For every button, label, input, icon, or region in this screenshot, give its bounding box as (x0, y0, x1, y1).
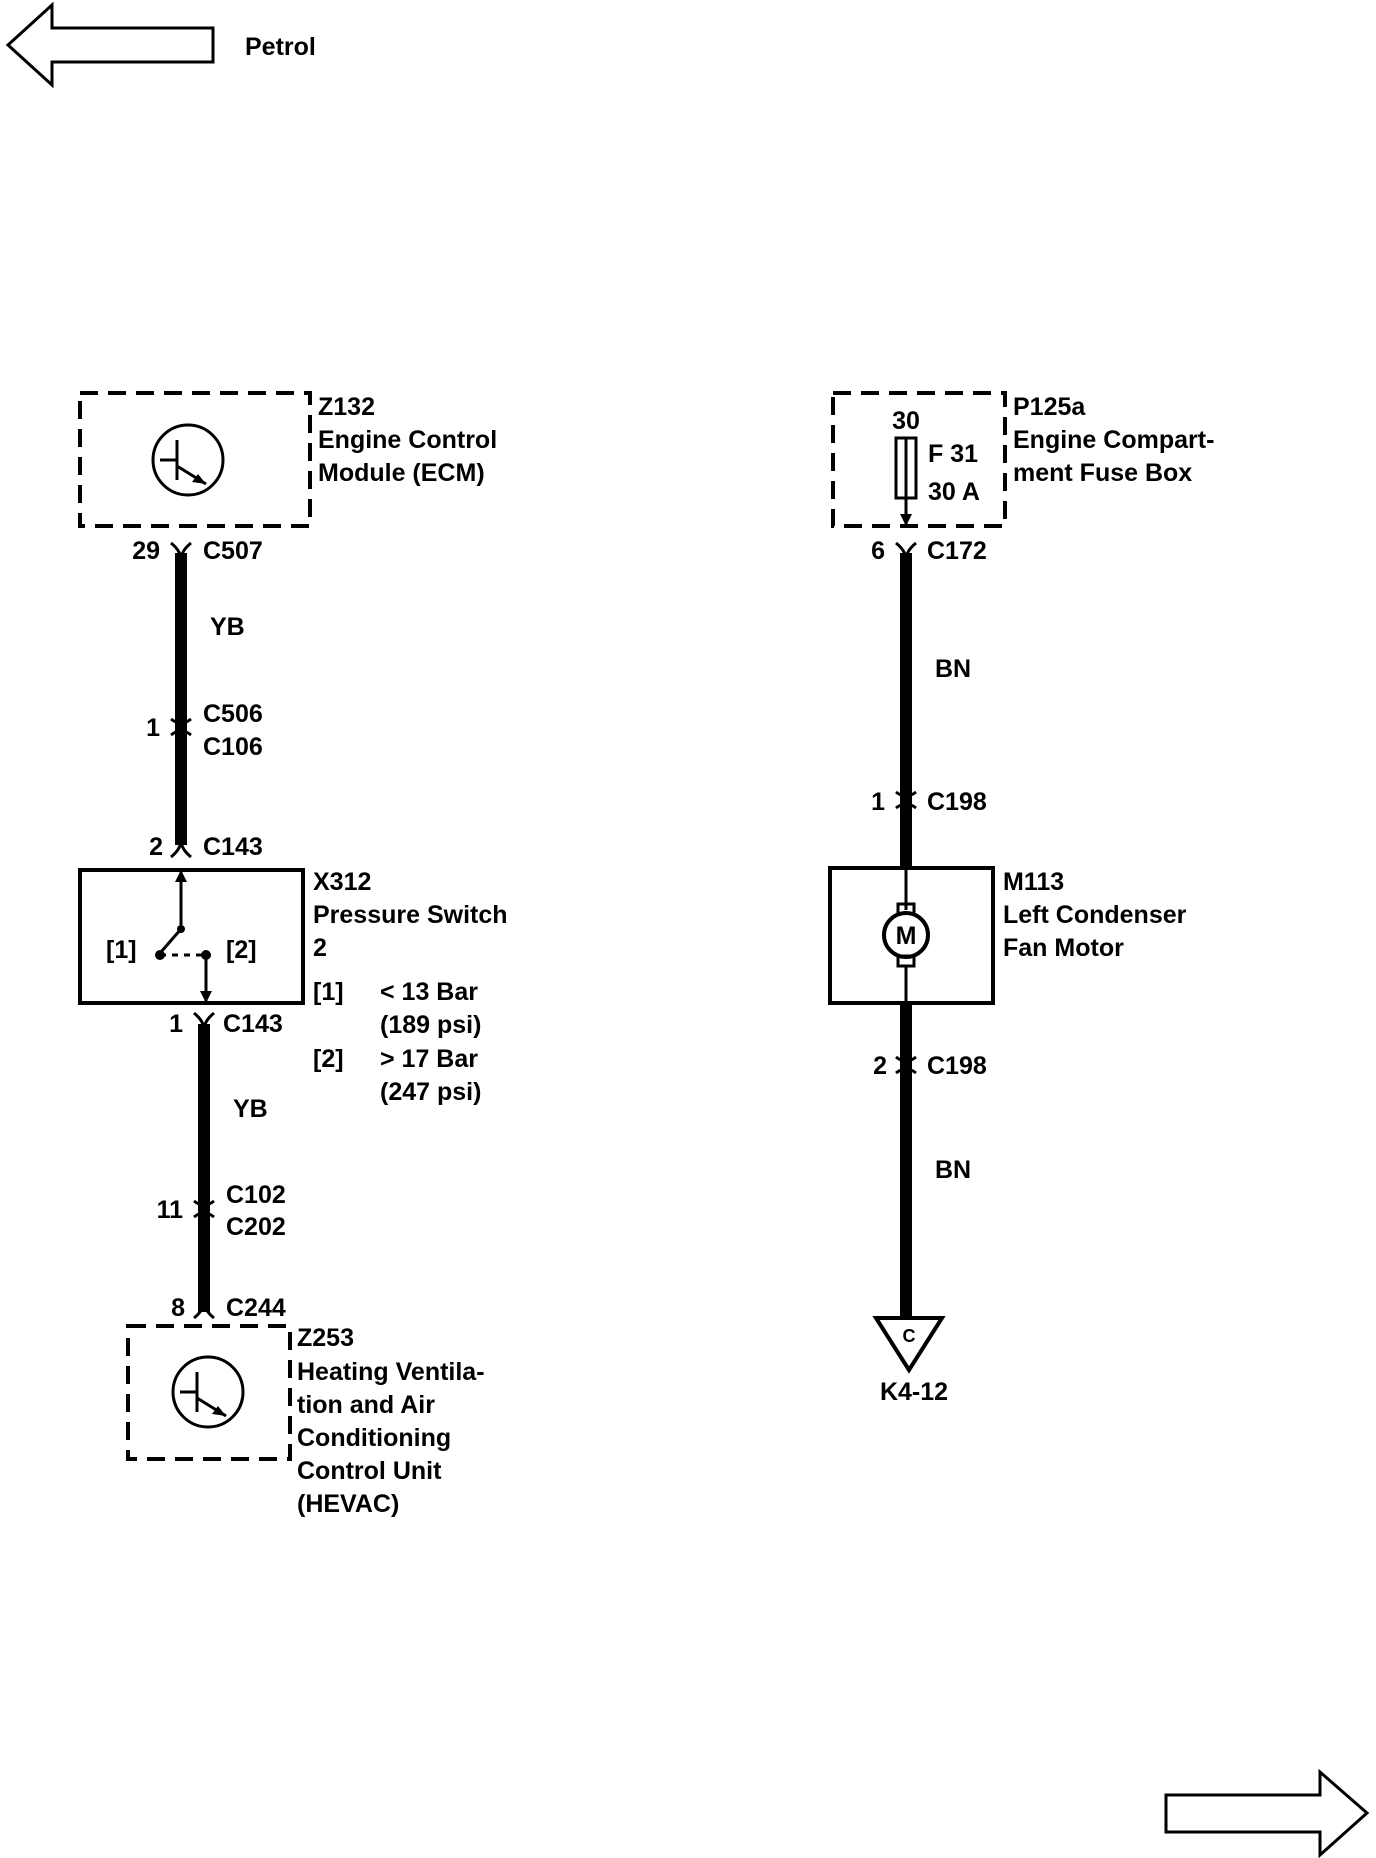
ecm-name-line2: Module (ECM) (318, 459, 485, 487)
ground-icon (872, 1316, 946, 1374)
c102-pin: 11 (157, 1196, 184, 1224)
hevac-line5: (HEVAC) (297, 1490, 399, 1518)
connector-c244 (193, 1300, 215, 1320)
connector-c506-c106 (170, 717, 192, 737)
fuse-box (831, 391, 1007, 528)
ecm-transistor-icon (151, 423, 225, 497)
c198-bottom-pin: 2 (873, 1052, 887, 1080)
hevac-line4: Control Unit (297, 1457, 442, 1485)
legend-1-key: [1] (313, 978, 344, 1006)
c202-name: C202 (226, 1213, 286, 1241)
fuse-box-id: P125a (1013, 393, 1086, 421)
hevac-box (126, 1324, 292, 1461)
prev-page-label[interactable]: Petrol (245, 33, 316, 61)
c507-name: C507 (203, 537, 263, 565)
ground-ref: K4-12 (880, 1378, 948, 1406)
pressure-switch-pos2: [2] (226, 936, 257, 964)
c198-top-pin: 1 (871, 788, 885, 816)
wire-yb-bottom-color: YB (233, 1095, 268, 1123)
next-page-arrow[interactable] (1164, 1768, 1370, 1858)
wire-yb-top-color: YB (210, 613, 245, 641)
pressure-switch-box (78, 868, 305, 1005)
fan-motor-id: M113 (1003, 868, 1064, 896)
c172-pin: 6 (871, 537, 885, 565)
fuse-box-name-line2: ment Fuse Box (1013, 459, 1192, 487)
connector-c198-top (895, 790, 917, 810)
c244-name: C244 (226, 1294, 286, 1322)
c143-bottom-name: C143 (223, 1010, 283, 1038)
hevac-id: Z253 (297, 1324, 354, 1352)
pressure-switch-id: X312 (313, 868, 371, 896)
c244-pin: 8 (171, 1294, 185, 1322)
left-arrow-icon[interactable] (5, 1, 215, 89)
connector-c102-c202 (193, 1199, 215, 1219)
legend-2-key: [2] (313, 1045, 344, 1073)
fuse-rating: 30 A (928, 478, 980, 506)
right-arrow-icon[interactable] (1164, 1768, 1370, 1858)
fuse-box-name-line1: Engine Compart- (1013, 426, 1214, 454)
pressure-switch-qty: 2 (313, 934, 327, 962)
fuse-terminal: 30 (892, 407, 920, 435)
wire-bn-bottom-color: BN (935, 1156, 971, 1184)
legend-1-line1: < 13 Bar (380, 978, 478, 1006)
wire-bn-top-color: BN (935, 655, 971, 683)
legend-1-line2: (189 psi) (380, 1011, 481, 1039)
ecm-name-line1: Engine Control (318, 426, 497, 454)
c143-top-name: C143 (203, 833, 263, 861)
fuse-icon (894, 436, 918, 526)
c106-name: C106 (203, 733, 263, 761)
fan-motor-name-line1: Left Condenser (1003, 901, 1187, 929)
c507-pin: 29 (132, 537, 160, 565)
hevac-line1: Heating Ventila- (297, 1358, 485, 1386)
c143-bottom-pin: 1 (169, 1010, 183, 1038)
prev-page-arrow[interactable]: Petrol (5, 1, 316, 89)
c198-bottom-name: C198 (927, 1052, 987, 1080)
hevac-line3: Conditioning (297, 1424, 451, 1452)
c506-pin: 1 (146, 714, 160, 742)
c198-top-name: C198 (927, 788, 987, 816)
pressure-switch-pos1: [1] (106, 936, 137, 964)
legend-2-line1: > 17 Bar (380, 1045, 478, 1073)
fan-motor-name-line2: Fan Motor (1003, 934, 1124, 962)
hevac-line2: tion and Air (297, 1391, 435, 1419)
connector-c198-bottom (895, 1055, 917, 1075)
c172-name: C172 (927, 537, 987, 565)
pressure-switch-name: Pressure Switch (313, 901, 508, 929)
ground-letter: C (903, 1326, 916, 1346)
fuse-name: F 31 (928, 440, 978, 468)
legend-2-line2: (247 psi) (380, 1078, 481, 1106)
ecm-box (78, 391, 312, 528)
c506-name: C506 (203, 700, 263, 728)
c102-name: C102 (226, 1181, 286, 1209)
connector-c143-top (170, 839, 192, 859)
c143-top-pin: 2 (149, 833, 163, 861)
pressure-switch-symbol (155, 870, 212, 1003)
motor-symbol: M (896, 922, 917, 950)
ecm-id: Z132 (318, 393, 375, 421)
hevac-transistor-icon (171, 1355, 245, 1429)
